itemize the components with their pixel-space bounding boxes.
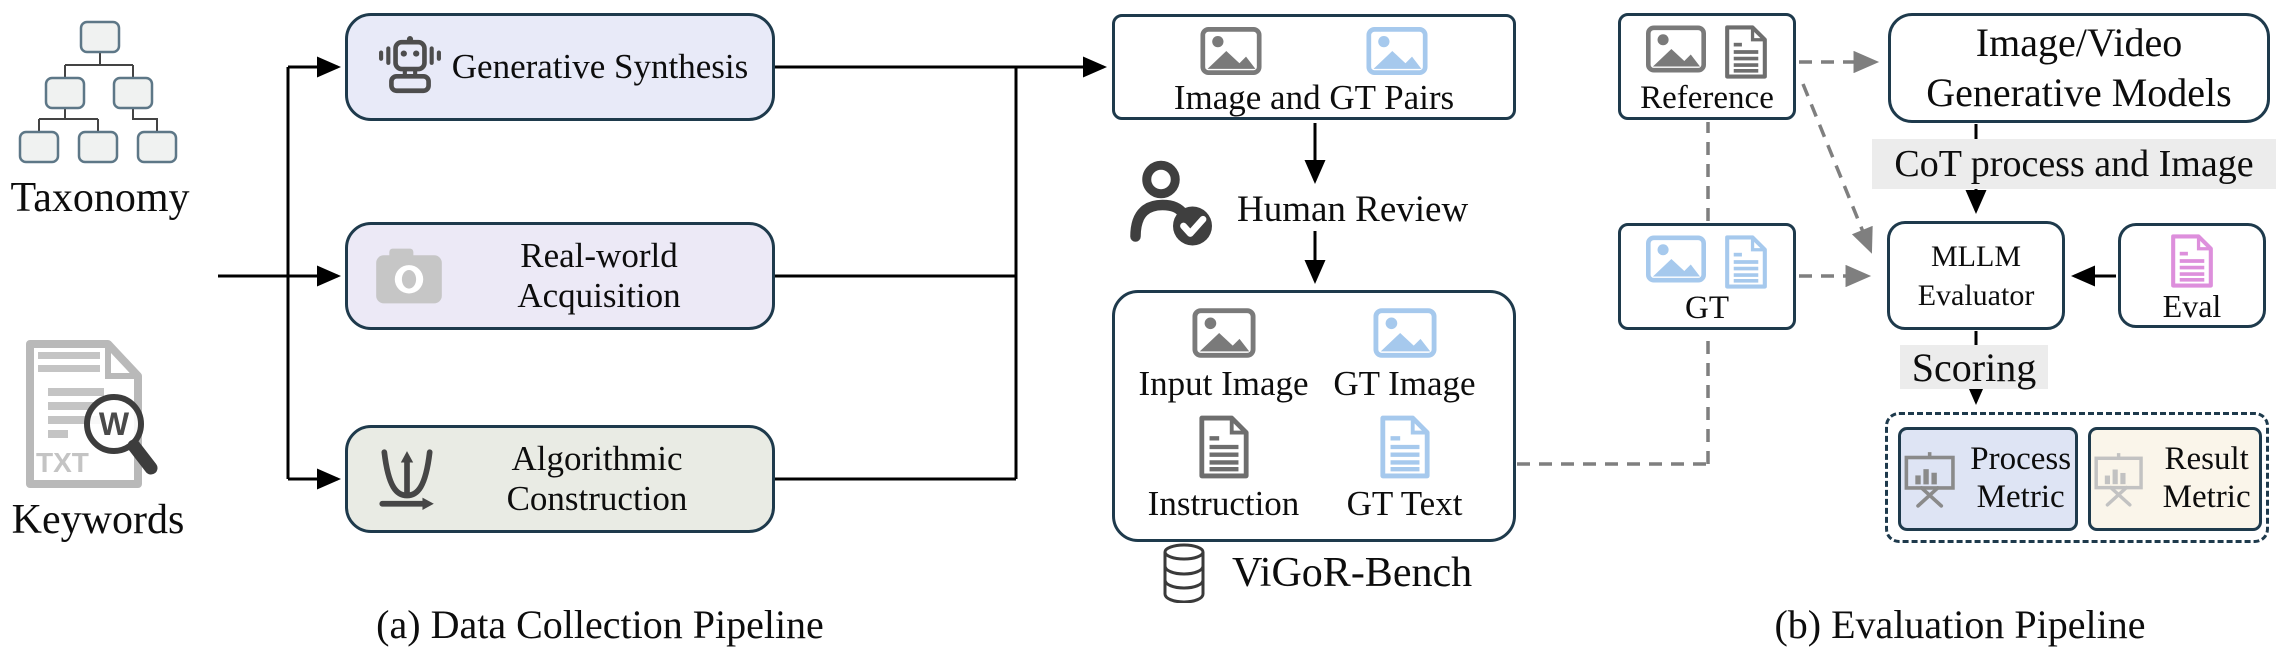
document-icon-pink xyxy=(2171,234,2213,288)
reference-label: Reference xyxy=(1640,80,1774,116)
eval-box: Eval xyxy=(2118,223,2266,328)
gt-text-item: GT Text xyxy=(1314,415,1495,529)
instruction-item: Instruction xyxy=(1133,415,1314,529)
image-icon-gray xyxy=(1646,25,1706,73)
generative-synthesis-box: Generative Synthesis xyxy=(345,13,775,121)
vigor-bench-box: Input Image GT Image Instruction xyxy=(1112,290,1516,542)
reference-box: Reference xyxy=(1618,13,1796,120)
robot-icon xyxy=(379,36,441,94)
camera-icon xyxy=(376,248,442,304)
taxonomy-icon xyxy=(18,20,178,164)
human-review-label: Human Review xyxy=(1237,189,1469,230)
real-world-acquisition-label: Real-world Acquisition xyxy=(517,236,681,315)
document-icon-gray xyxy=(1725,25,1767,79)
gt-image-label: GT Image xyxy=(1333,364,1476,403)
process-metric-label: Process Metric xyxy=(1970,441,2072,515)
image-icon-gray xyxy=(1191,308,1256,358)
generative-models-line2: Generative Models xyxy=(1926,70,2232,115)
generative-synthesis-label: Generative Synthesis xyxy=(451,47,749,86)
image-icon-blue xyxy=(1372,308,1437,358)
image-icon-gray xyxy=(1200,27,1262,75)
image-gt-pairs-box: Image and GT Pairs xyxy=(1112,14,1516,120)
gt-text-label: GT Text xyxy=(1346,484,1463,523)
keywords-icon: TXT W xyxy=(26,340,158,488)
image-icon-blue xyxy=(1366,27,1428,75)
scoring-label: Scoring xyxy=(1900,345,2048,390)
real-world-acquisition-box: Real-world Acquisition xyxy=(345,222,775,330)
magnifier-icon xyxy=(84,394,144,454)
gt-box: GT xyxy=(1618,223,1796,330)
dashed-reference-to-mllm xyxy=(1801,83,1873,254)
presentation-chart-icon xyxy=(1904,452,1955,508)
input-image-label: Input Image xyxy=(1138,364,1309,403)
parabola-axes-icon xyxy=(379,449,434,510)
keywords-label: Keywords xyxy=(11,497,185,543)
document-icon-gray xyxy=(1198,415,1249,479)
gt-label: GT xyxy=(1685,290,1729,326)
mllm-evaluator-box: MLLM Evaluator xyxy=(1887,221,2065,330)
image-icon-blue xyxy=(1646,235,1706,283)
document-icon-blue xyxy=(1379,415,1430,479)
process-metric-box: Process Metric xyxy=(1898,427,2078,531)
input-image-item: Input Image xyxy=(1133,307,1314,409)
document-icon-blue xyxy=(1725,235,1767,289)
taxonomy-label: Taxonomy xyxy=(10,175,190,221)
mllm-line1: MLLM xyxy=(1931,239,2021,273)
database-icon xyxy=(1163,543,1205,603)
result-metric-label: Result Metric xyxy=(2162,441,2251,515)
cot-process-label: CoT process and Image xyxy=(1872,139,2276,189)
bench-name-label: ViGoR-Bench xyxy=(1232,550,1473,596)
gt-image-item: GT Image xyxy=(1314,307,1495,409)
metrics-container: Process Metric Result Metric xyxy=(1885,412,2269,543)
keywords-lens-letter: W xyxy=(99,406,130,442)
mllm-line2: Evaluator xyxy=(1917,278,2035,312)
image-gt-pairs-label: Image and GT Pairs xyxy=(1173,78,1455,117)
caption-evaluation: (b) Evaluation Pipeline xyxy=(1774,602,2146,647)
generative-models-line1: Image/Video xyxy=(1975,20,2183,65)
instruction-label: Instruction xyxy=(1147,484,1300,523)
keywords-doc-text: TXT xyxy=(36,447,89,478)
eval-label: Eval xyxy=(2162,288,2222,324)
person-check-icon xyxy=(1130,160,1212,246)
algorithmic-construction-box: Algorithmic Construction xyxy=(345,425,775,533)
result-metric-box: Result Metric xyxy=(2088,427,2262,531)
algorithmic-construction-label: Algorithmic Construction xyxy=(506,439,688,518)
caption-data-collection: (a) Data Collection Pipeline xyxy=(376,602,824,647)
generative-models-box: Image/Video Generative Models xyxy=(1888,13,2270,123)
presentation-chart-icon xyxy=(2094,453,2143,507)
